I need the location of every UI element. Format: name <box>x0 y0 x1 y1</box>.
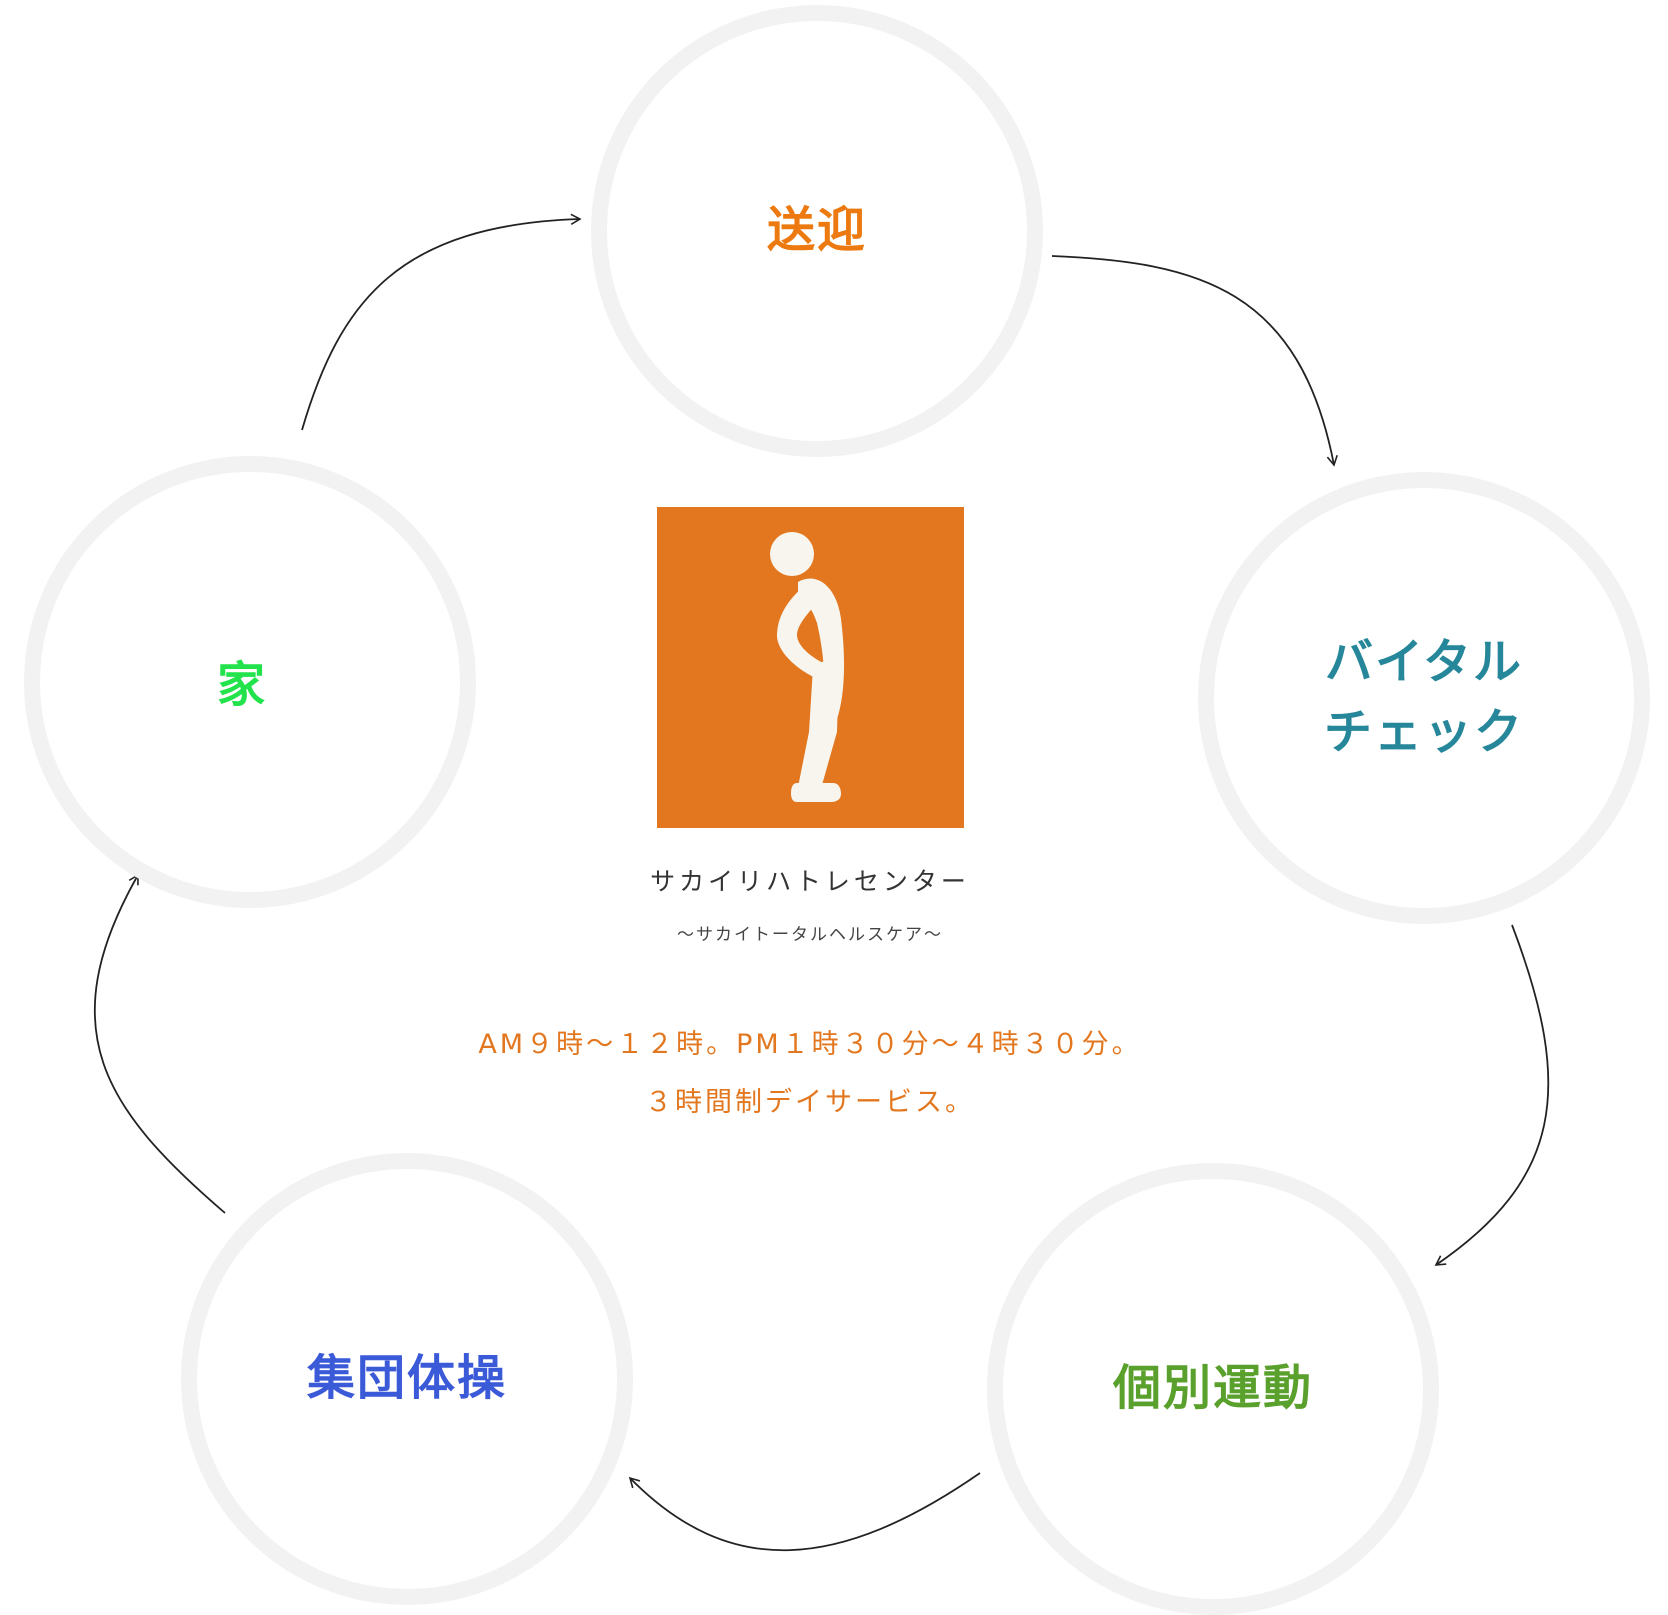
cycle-node-individual-exercise: 個別運動 <box>987 1163 1439 1615</box>
service-hours-line-2: ３時間制デイサービス。 <box>645 1087 975 1118</box>
cycle-node-vital-check: バイタル チェック <box>1198 472 1650 924</box>
arrow-vital-to-exercise <box>1434 924 1550 1266</box>
center-subtitle: 〜サカイトータルヘルスケア〜 <box>677 925 943 945</box>
bent-over-person-icon <box>657 507 964 828</box>
home-label: 家 <box>216 657 267 714</box>
group-exercise-label: 集団体操 <box>306 1350 507 1407</box>
individual-exercise-label: 個別運動 <box>1112 1360 1313 1417</box>
arrow-pickup-to-vital <box>1051 255 1338 467</box>
pickup-label: 送迎 <box>766 202 867 259</box>
cycle-node-home: 家 <box>24 456 476 908</box>
service-hours-line-1: AM９時〜１２時。PM１時３０分〜４時３０分。 <box>478 1029 1142 1060</box>
vital-check-label: バイタル チェック <box>1323 634 1524 760</box>
arrow-home-to-pickup <box>301 213 582 431</box>
center-name: サカイリハトレセンター <box>650 867 970 896</box>
arrow-exercise-to-group <box>628 1472 981 1552</box>
cycle-node-group-exercise: 集団体操 <box>181 1153 633 1605</box>
cycle-node-pickup: 送迎 <box>591 5 1043 457</box>
arrow-group-to-home <box>93 873 226 1214</box>
